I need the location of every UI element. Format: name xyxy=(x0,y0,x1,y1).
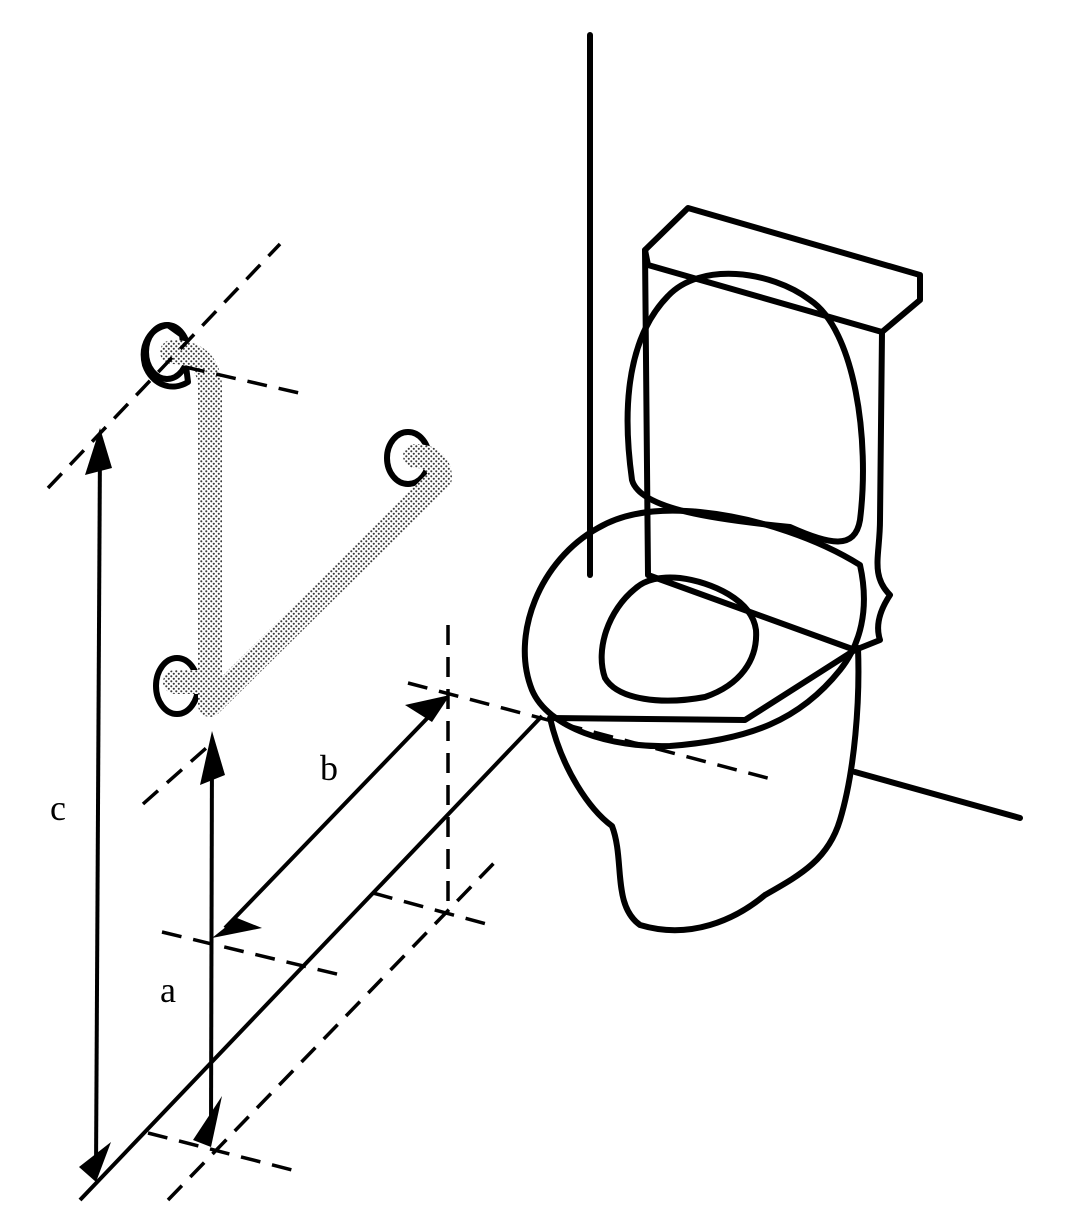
dimension-c-line xyxy=(94,444,102,1171)
label-b: b xyxy=(320,748,338,788)
arrow-c-bottom xyxy=(79,1142,111,1182)
label-c: c xyxy=(50,788,66,828)
arrow-c-top xyxy=(85,428,112,475)
arrow-b-top xyxy=(405,695,450,722)
toilet xyxy=(521,205,923,934)
toilet-bowl xyxy=(547,645,862,934)
reference-lines xyxy=(46,242,776,1202)
label-a: a xyxy=(160,970,176,1010)
toilet-seat xyxy=(521,507,867,750)
arrow-a-bottom xyxy=(193,1096,222,1147)
grab-bar xyxy=(140,322,452,717)
wall-corner xyxy=(587,32,1023,821)
dimension-a-line xyxy=(209,744,214,1131)
arrow-a-top xyxy=(200,731,225,785)
arrow-b-bottom xyxy=(212,918,262,938)
depth-line xyxy=(78,714,544,1202)
toilet-lid xyxy=(624,270,866,545)
dimension-lines xyxy=(78,428,544,1202)
toilet-tank xyxy=(642,205,923,653)
dimension-b-line xyxy=(223,703,442,930)
